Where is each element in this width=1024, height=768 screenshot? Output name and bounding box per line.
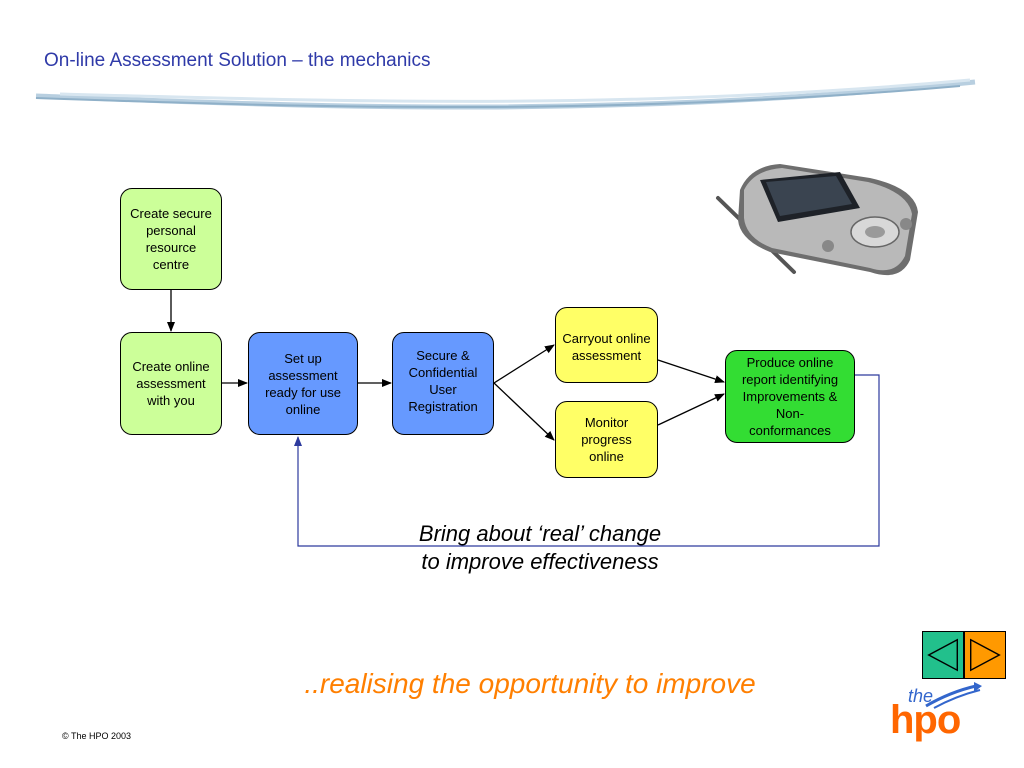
- pda-device-image: [716, 164, 918, 276]
- step-monitor-progress: Monitor progress online: [555, 401, 658, 478]
- step-carryout-online-assessment: Carryout online assessment: [555, 307, 658, 383]
- feedback-caption-line2: to improve effectiveness: [421, 549, 659, 574]
- step-create-online-assessment: Create online assessment with you: [120, 332, 222, 435]
- step-set-up-assessment: Set up assessment ready for use online: [248, 332, 358, 435]
- step-create-secure-resource-centre: Create secure personal resource centre: [120, 188, 222, 290]
- triangle-left-icon: [927, 638, 958, 672]
- step-label: Carryout online assessment: [562, 331, 651, 363]
- feedback-caption-line1: Bring about ‘real’ change: [418, 521, 662, 546]
- step-label: Monitor progress online: [581, 415, 632, 464]
- logo-the-text: the: [908, 686, 934, 706]
- logo-hpo-text: hpo: [890, 698, 961, 742]
- slide-title: On-line Assessment Solution – the mechan…: [44, 50, 431, 71]
- swoosh-arrow-icon: [925, 682, 982, 709]
- step-label: Set up assessment ready for use online: [265, 350, 341, 417]
- copyright-notice: © The HPO 2003: [62, 731, 132, 741]
- step-label: Produce online report identifying Improv…: [741, 355, 839, 438]
- step-produce-online-report: Produce online report identifying Improv…: [725, 350, 855, 443]
- step-label: Create secure personal resource centre: [130, 206, 212, 272]
- feedback-caption: Bring about ‘real’ change to improve eff…: [350, 520, 730, 576]
- next-slide-button[interactable]: [964, 631, 1006, 679]
- tagline: ..realising the opportunity to improve: [304, 668, 756, 699]
- step-label: Secure & Confidential User Registration: [408, 348, 478, 414]
- previous-slide-button[interactable]: [922, 631, 964, 679]
- hpo-logo: the hpo: [884, 680, 984, 750]
- triangle-right-icon: [970, 638, 1001, 672]
- decorative-swoosh: [35, 78, 976, 110]
- step-secure-user-registration: Secure & Confidential User Registration: [392, 332, 494, 435]
- step-label: Create online assessment with you: [132, 359, 210, 408]
